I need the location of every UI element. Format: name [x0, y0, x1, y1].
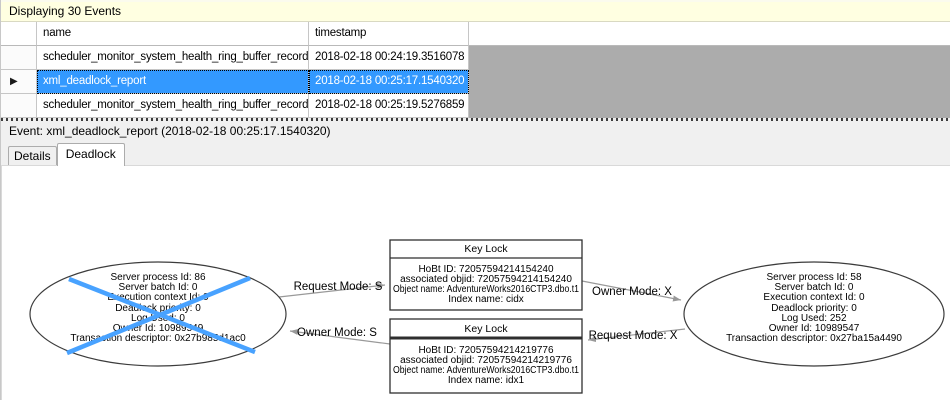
- deadlock-graph-panel: Request Mode: S Owner Mode: S Owner Mode…: [1, 166, 950, 400]
- events-count-bar: Displaying 30 Events: [1, 0, 950, 22]
- process-line: Server batch Id: 0: [775, 282, 854, 293]
- resource-line: Index name: idx1: [448, 375, 525, 386]
- resource-line: HoBt ID: 72057594214154240: [418, 264, 554, 275]
- event-name-cell: xml_deadlock_report: [37, 70, 309, 94]
- process-line: Server batch Id: 0: [119, 282, 198, 293]
- row-filler: [469, 46, 950, 70]
- process-line: Deadlock priority: 0: [771, 303, 857, 314]
- tab-details[interactable]: Details: [8, 146, 57, 165]
- resource-title: Key Lock: [464, 243, 508, 255]
- row-filler: [469, 94, 950, 118]
- edge-label-request-x: Request Mode: X: [589, 330, 678, 342]
- row-gutter[interactable]: [1, 46, 37, 70]
- resource-title: Key Lock: [464, 323, 508, 335]
- event-timestamp-cell: 2018-02-18 00:25:17.1540320: [309, 70, 469, 94]
- event-timestamp-cell: 2018-02-18 00:25:19.5276859: [309, 94, 469, 118]
- event-timestamp-cell: 2018-02-18 00:24:19.3516078: [309, 46, 469, 70]
- event-name-cell: scheduler_monitor_system_health_ring_buf…: [37, 94, 309, 118]
- process-line: Log Used: 0: [131, 313, 185, 324]
- detail-tabs: Details Deadlock: [1, 142, 950, 166]
- process-line: Execution context Id: 0: [107, 292, 209, 303]
- edge-request-x: Request Mode: X: [587, 328, 686, 343]
- column-header-name[interactable]: name: [37, 22, 309, 46]
- edge-owner-x: Owner Mode: X: [581, 280, 682, 302]
- event-row[interactable]: scheduler_monitor_system_health_ring_buf…: [1, 94, 950, 118]
- column-header-timestamp[interactable]: timestamp: [309, 22, 469, 46]
- event-name-cell: scheduler_monitor_system_health_ring_buf…: [37, 46, 309, 70]
- tab-deadlock[interactable]: Deadlock: [56, 143, 125, 166]
- process-node[interactable]: Server process Id: 58 Server batch Id: 0…: [683, 261, 945, 367]
- grid-header-filler: [469, 22, 950, 46]
- current-row-indicator-icon[interactable]: ▶: [1, 70, 37, 94]
- edge-owner-s: Owner Mode: S: [289, 327, 391, 345]
- process-line: Transaction descriptor: 0x27b985d1ac0: [70, 333, 246, 344]
- resource-line: Object name: AdventureWorks2016CTP3.dbo.…: [393, 365, 579, 376]
- process-line: Owner Id: 10989549: [113, 323, 204, 334]
- process-line: Server process Id: 58: [766, 272, 861, 283]
- process-line: Server process Id: 86: [110, 272, 205, 283]
- pane-splitter[interactable]: [1, 118, 950, 121]
- resource-line: associated objid: 72057594214154240: [400, 274, 572, 285]
- grid-header-row: name timestamp: [1, 22, 950, 46]
- row-gutter[interactable]: [1, 94, 37, 118]
- resource-line: Index name: cidx: [448, 294, 524, 305]
- victim-x-icon: [66, 275, 256, 356]
- process-line: Transaction descriptor: 0x27ba15a4490: [726, 333, 902, 344]
- resource-node-keylock-top[interactable]: Key Lock HoBt ID: 72057594214154240 asso…: [389, 239, 583, 311]
- edge-request-s: Request Mode: S: [278, 281, 386, 298]
- grid-corner-cell[interactable]: [1, 22, 37, 46]
- event-row-selected[interactable]: ▶ xml_deadlock_report 2018-02-18 00:25:1…: [1, 70, 950, 94]
- deadlock-graph: Request Mode: S Owner Mode: S Owner Mode…: [29, 239, 945, 394]
- resource-node-keylock-bottom[interactable]: Key Lock HoBt ID: 72057594214219776 asso…: [389, 318, 583, 394]
- events-grid: name timestamp scheduler_monitor_system_…: [1, 22, 950, 118]
- selected-event-label: Event: xml_deadlock_report (2018-02-18 0…: [1, 121, 950, 142]
- edge-label-owner-s: Owner Mode: S: [297, 327, 377, 339]
- edge-label-owner-x: Owner Mode: X: [592, 286, 672, 298]
- event-row[interactable]: scheduler_monitor_system_health_ring_buf…: [1, 46, 950, 70]
- resource-line: associated objid: 72057594214219776: [400, 355, 572, 366]
- row-filler: [469, 70, 950, 94]
- process-line: Deadlock priority: 0: [115, 303, 201, 314]
- resource-line: Object name: AdventureWorks2016CTP3.dbo.…: [393, 284, 579, 295]
- process-node-victim[interactable]: Server process Id: 86 Server batch Id: 0…: [29, 261, 287, 367]
- process-line: Log Used: 252: [781, 313, 846, 324]
- resource-line: HoBt ID: 72057594214219776: [418, 345, 554, 356]
- process-line: Owner Id: 10989547: [769, 323, 860, 334]
- edge-label-request-s: Request Mode: S: [294, 281, 383, 293]
- process-line: Execution context Id: 0: [763, 292, 865, 303]
